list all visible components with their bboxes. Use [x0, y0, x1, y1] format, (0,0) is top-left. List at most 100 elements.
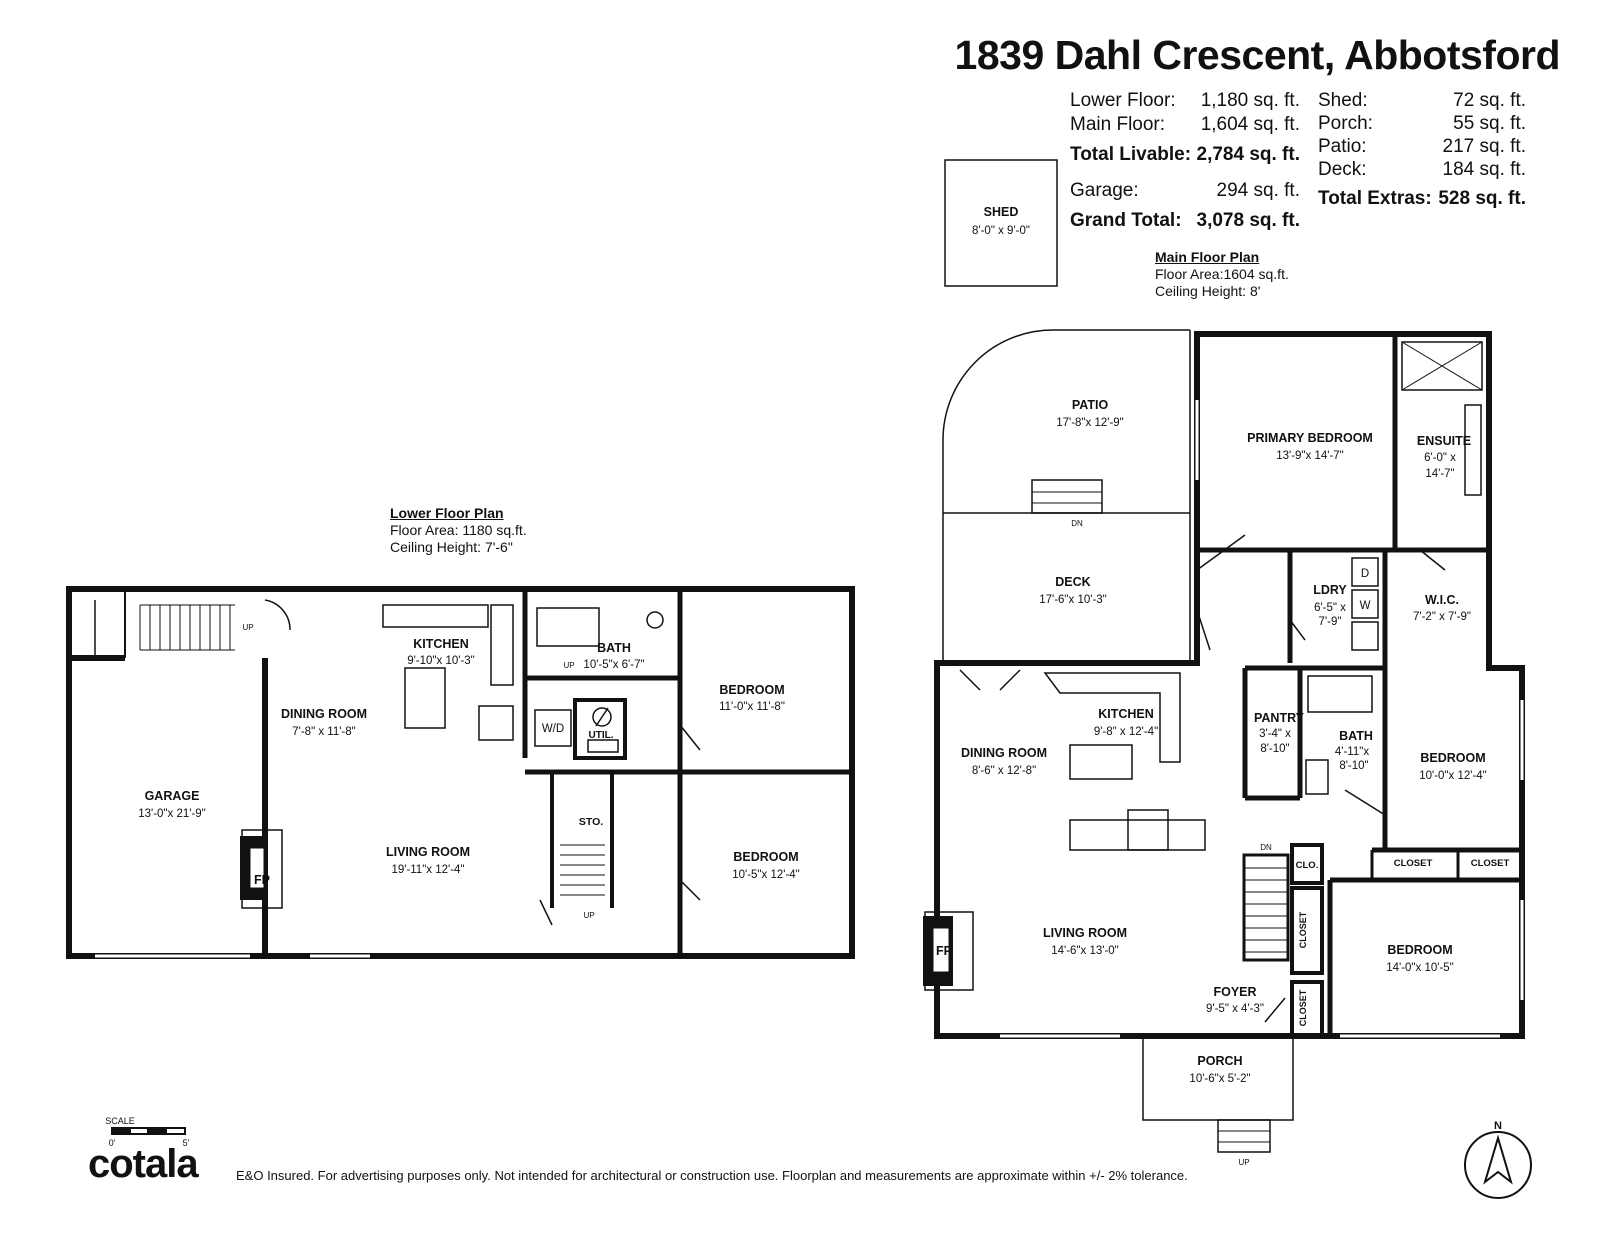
room-dims: 13'-0"x 21'-9"	[138, 808, 206, 820]
washer-dryer-label: W/D	[542, 723, 564, 735]
area-value: 528 sq. ft.	[1438, 188, 1526, 209]
room-name: BATH	[597, 641, 631, 655]
room-name: FOYER	[1213, 985, 1256, 999]
dryer-label: D	[1361, 568, 1369, 580]
lower-plan-title: Lower Floor Plan	[390, 505, 504, 521]
area-label: Shed:	[1318, 90, 1368, 111]
shed-dims: 8'-0" x 9'-0"	[972, 225, 1030, 237]
room-dims: 10'-0"x 12'-4"	[1419, 770, 1487, 782]
compass-arrow	[1483, 1134, 1513, 1185]
room-dims: 10'-5"x 6'-7"	[583, 659, 644, 671]
area-value: 2,784 sq. ft.	[1196, 144, 1301, 165]
stair-up-label: UP	[563, 661, 574, 670]
room-dims: 4'-11"x	[1335, 746, 1369, 758]
room-dims: 9'-8" x 12'-4"	[1094, 726, 1158, 738]
area-value: 294 sq. ft.	[1216, 180, 1300, 201]
room-dims: 13'-9"x 14'-7"	[1276, 450, 1344, 462]
area-value: 217 sq. ft.	[1442, 136, 1526, 157]
room-name: KITCHEN	[413, 637, 469, 651]
room-name: W.I.C.	[1425, 593, 1459, 607]
closet-label: CLOSET	[1471, 858, 1510, 869]
lower-plan-ceiling: Ceiling Height: 7'-6"	[390, 539, 513, 555]
shed-outline	[944, 159, 1058, 287]
area-label: Deck:	[1318, 159, 1367, 180]
scale-five-label: 5'	[183, 1138, 190, 1148]
room-name: GARAGE	[145, 789, 200, 803]
area-value: 184 sq. ft.	[1442, 159, 1526, 180]
stair-up-label: UP	[242, 623, 253, 632]
fireplace-label: FP	[936, 944, 952, 958]
room-name: STO.	[579, 816, 603, 828]
area-label: Grand Total:	[1070, 210, 1182, 231]
room-dims: 10'-5"x 12'-4"	[732, 869, 800, 881]
stair-up-label: UP	[583, 911, 594, 920]
room-dims: 14'-0"x 10'-5"	[1386, 962, 1454, 974]
room-name: LIVING ROOM	[1043, 926, 1127, 940]
room-dims: 7'-8" x 11'-8"	[292, 726, 355, 738]
main-plan-heading: Main Floor Plan Floor Area:1604 sq.ft. C…	[1155, 249, 1289, 300]
area-value: 1,604 sq. ft.	[1200, 114, 1300, 135]
room-name: PATIO	[1072, 398, 1109, 412]
main-floor-walls	[923, 329, 1525, 1153]
main-plan-title: Main Floor Plan	[1155, 249, 1260, 265]
room-name: LDRY	[1313, 583, 1347, 597]
room-name: BATH	[1339, 729, 1373, 743]
room-dims: 8'-6" x 12'-8"	[972, 765, 1036, 777]
room-dims: 17'-6"x 10'-3"	[1039, 594, 1107, 606]
area-summary-left: Lower Floor: 1,180 sq. ft. Main Floor: 1…	[1070, 89, 1300, 239]
scale-bar	[111, 1127, 186, 1135]
room-dims: 14'-7"	[1425, 468, 1454, 480]
room-name: PORCH	[1197, 1054, 1242, 1068]
room-dims: 10'-6"x 5'-2"	[1189, 1073, 1250, 1085]
room-name: BEDROOM	[733, 850, 798, 864]
scale-zero-label: 0'	[109, 1138, 116, 1148]
room-dims: 6'-5" x	[1314, 602, 1346, 614]
area-summary-right: Shed: 72 sq. ft. Porch: 55 sq. ft. Patio…	[1318, 89, 1526, 219]
area-label: Garage:	[1070, 180, 1139, 201]
room-name: KITCHEN	[1098, 707, 1154, 721]
room-name: BEDROOM	[1420, 751, 1485, 765]
lower-plan-area: Floor Area: 1180 sq.ft.	[390, 522, 527, 538]
room-dims: 6'-0" x	[1424, 452, 1456, 464]
room-name: LIVING ROOM	[386, 845, 470, 859]
area-label: Total Extras:	[1318, 188, 1432, 209]
room-name: ENSUITE	[1417, 434, 1471, 448]
area-label: Lower Floor:	[1070, 90, 1176, 111]
stair-dn-label: DN	[1071, 519, 1083, 528]
room-dims: 9'-5" x 4'-3"	[1206, 1003, 1264, 1015]
room-name: PRIMARY BEDROOM	[1247, 431, 1373, 445]
area-value: 3,078 sq. ft.	[1196, 210, 1301, 231]
closet-label: CLO.	[1296, 860, 1319, 871]
closet-label: CLOSET	[1394, 858, 1433, 869]
room-dims: 3'-4" x	[1259, 728, 1291, 740]
lower-plan-heading: Lower Floor Plan Floor Area: 1180 sq.ft.…	[390, 505, 527, 556]
stair-up-label: UP	[1238, 1158, 1249, 1167]
area-label: Patio:	[1318, 136, 1367, 157]
scale-label: SCALE	[105, 1116, 135, 1126]
main-plan-area: Floor Area:1604 sq.ft.	[1155, 266, 1289, 282]
room-dims: 11'-0"x 11'-8"	[719, 701, 785, 713]
compass-north-label: N	[1494, 1120, 1502, 1132]
room-dims: 19'-11"x 12'-4"	[391, 864, 464, 876]
room-name: DECK	[1055, 575, 1090, 589]
main-plan-ceiling: Ceiling Height: 8'	[1155, 283, 1261, 299]
stair-dn-label: DN	[1260, 843, 1272, 852]
room-name: DINING ROOM	[281, 707, 367, 721]
room-name: PANTRY	[1254, 711, 1305, 725]
room-name: UTIL.	[589, 730, 614, 741]
area-label: Main Floor:	[1070, 114, 1166, 135]
room-name: BEDROOM	[1387, 943, 1452, 957]
compass-ring	[1464, 1131, 1532, 1199]
washer-label: W	[1360, 600, 1371, 612]
room-dims: 7'-9"	[1319, 616, 1342, 628]
property-title: 1839 Dahl Crescent, Abbotsford	[954, 32, 1561, 78]
room-dims: 8'-10"	[1339, 760, 1368, 772]
room-dims: 17'-8"x 12'-9"	[1056, 417, 1124, 429]
lower-floor-walls	[66, 586, 855, 959]
room-name: DINING ROOM	[961, 746, 1047, 760]
closet-label: CLOSET	[1298, 989, 1308, 1026]
area-label: Porch:	[1318, 113, 1373, 134]
shed-label: SHED	[984, 205, 1019, 219]
room-dims: 7'-2" x 7'-9"	[1413, 611, 1471, 623]
